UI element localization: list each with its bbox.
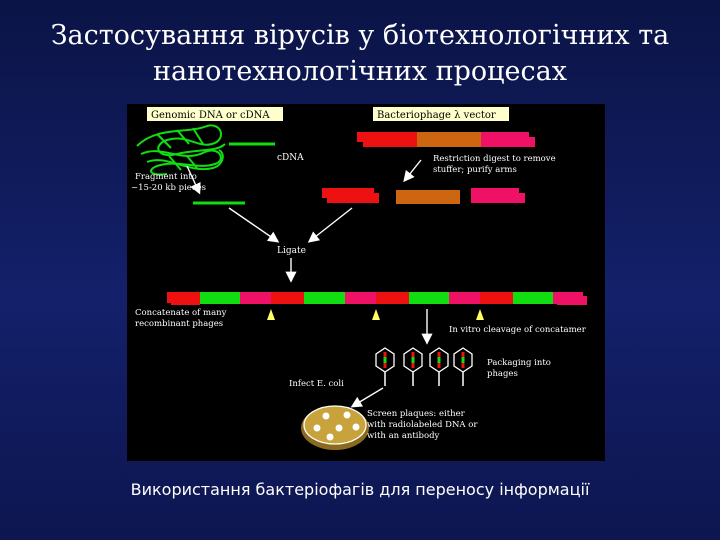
plaque [322, 412, 330, 420]
digest-stuffer [396, 190, 460, 204]
ligate-arrow-left [228, 207, 280, 243]
plaque [313, 424, 321, 432]
concatamer [167, 292, 587, 305]
title-line-1: Застосування вірусів у біотехнологічних … [50, 20, 670, 51]
phage-2 [403, 347, 423, 386]
plaque [326, 433, 334, 441]
restriction-label-2: stuffer; purify arms [433, 165, 517, 175]
phage-cloning-diagram: Genomic DNA or cDNA Bacteriophage λ vect… [127, 104, 605, 461]
plaque [352, 423, 360, 431]
phage-1 [375, 347, 395, 386]
slide-title: Застосування вірусів у біотехнологічних … [40, 18, 680, 90]
digested-vector [322, 188, 525, 204]
phage-3 [429, 347, 449, 386]
restriction-label-1: Restriction digest to remove [433, 154, 556, 164]
packaging-label-1: Packaging into [487, 358, 551, 368]
screen-label-2: with radiolabeled DNA or [367, 420, 478, 430]
concatenate-label-2: recombinant phages [135, 319, 223, 329]
infect-label: Infect E. coli [289, 379, 344, 389]
vector-stuffer [417, 132, 481, 147]
slide-caption: Використання бактеріофагів для переносу … [130, 480, 590, 499]
cleavage-markers [267, 309, 484, 320]
title-line-2: нанотехнологічних процесах [153, 56, 567, 87]
cleavage-label: In vitro cleavage of concatamer [449, 325, 587, 335]
genomic-label: Genomic DNA or cDNA [151, 110, 270, 121]
vector-label: Bacteriophage λ vector [377, 110, 496, 121]
fragment-label-1: Fragment into [135, 172, 197, 182]
fragment-arrow [186, 165, 201, 195]
screen-label-3: with an antibody [367, 431, 440, 441]
packaging-label-2: phages [487, 369, 518, 379]
lambda-vector [357, 132, 535, 147]
vector-label-box [373, 107, 509, 121]
diagram-svg: Genomic DNA or cDNA Bacteriophage λ vect… [131, 107, 587, 450]
cdna-label: cDNA [277, 153, 304, 163]
petri-dish [301, 405, 369, 450]
phage-4 [453, 347, 473, 386]
fragment-label-2: ~15-20 kb pieces [131, 183, 206, 193]
packaged-phages [375, 347, 473, 386]
infect-arrow [350, 387, 384, 408]
genomic-dna-scribble [136, 124, 226, 176]
restriction-arrow [403, 159, 422, 183]
plaque [343, 411, 351, 419]
ligate-label: Ligate [277, 246, 306, 256]
ligate-arrow-right [307, 207, 353, 243]
screen-label-1: Screen plaques: either [367, 409, 466, 419]
genomic-label-box [147, 107, 283, 121]
plaque [335, 424, 343, 432]
concatenate-label-1: Concatenate of many [135, 308, 227, 318]
